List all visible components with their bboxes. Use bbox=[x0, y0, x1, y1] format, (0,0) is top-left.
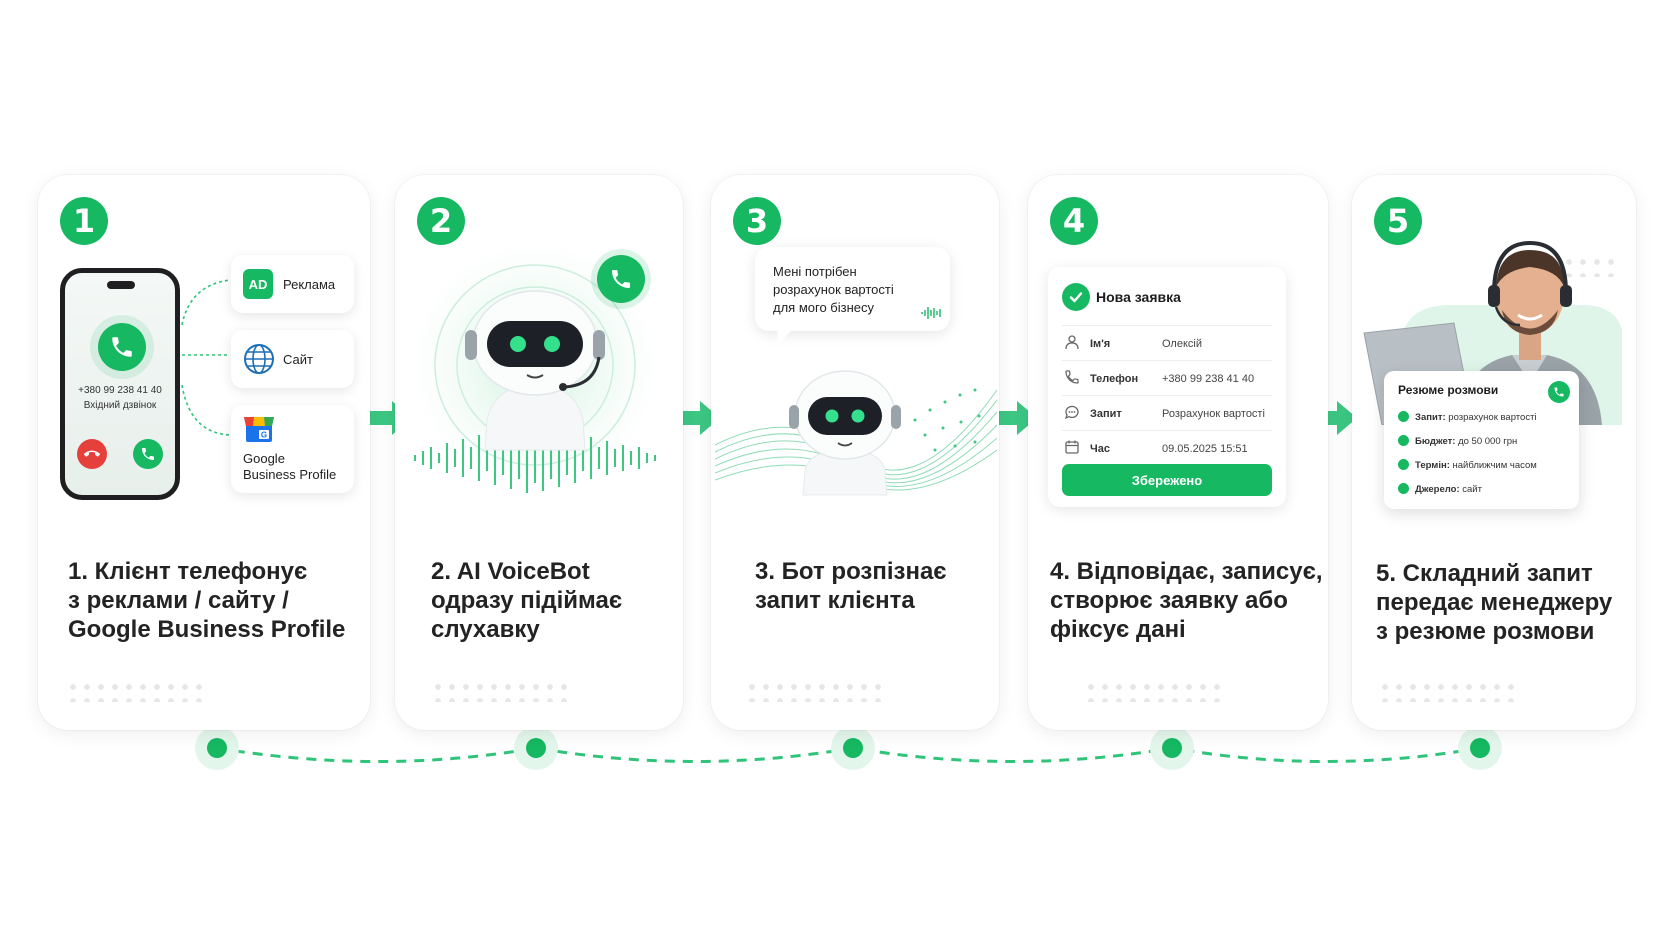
google-business-icon: G bbox=[244, 417, 274, 442]
phone-icon bbox=[1065, 370, 1079, 384]
step-caption: 4. Відповідає, записує, створює заявку а… bbox=[1050, 558, 1323, 643]
svg-text:G: G bbox=[261, 431, 267, 440]
form-row-name: Ім'я Олексій bbox=[1062, 325, 1272, 359]
bubble-text: Мені потрібен розрахунок вартості для мо… bbox=[773, 264, 894, 315]
summary-row: Запит: розрахунок вартості bbox=[1398, 411, 1537, 423]
saved-button[interactable]: Збережено bbox=[1062, 464, 1272, 496]
voice-wave-icon bbox=[921, 307, 941, 319]
summary-value: сайт bbox=[1462, 484, 1482, 495]
step-number-badge: 5 bbox=[1374, 197, 1422, 245]
source-label: Сайт bbox=[283, 352, 313, 367]
form-value: Олексій bbox=[1162, 338, 1202, 350]
form-label: Час bbox=[1090, 443, 1110, 455]
form-label: Запит bbox=[1090, 408, 1122, 420]
user-icon bbox=[1065, 335, 1079, 350]
chat-icon bbox=[1064, 405, 1079, 420]
step-number-badge: 4 bbox=[1050, 197, 1098, 245]
form-value: Розрахунок вартості bbox=[1162, 408, 1265, 420]
decorative-dots bbox=[431, 680, 571, 702]
new-request-form: Нова заявка Ім'я Олексій Телефон +380 99… bbox=[1048, 267, 1286, 507]
check-icon bbox=[1398, 411, 1409, 422]
source-website: Сайт bbox=[231, 330, 354, 388]
bubble-tail bbox=[777, 329, 793, 343]
step-caption: 1. Клієнт телефонує з реклами / сайту / … bbox=[68, 558, 346, 643]
summary-label: Термін: bbox=[1415, 460, 1450, 471]
incoming-call-icon bbox=[98, 323, 146, 371]
arrow-right-icon bbox=[676, 401, 720, 435]
money-icon bbox=[1398, 435, 1409, 446]
form-row-phone: Телефон +380 99 238 41 40 bbox=[1062, 360, 1272, 394]
arrow-right-icon bbox=[1313, 401, 1357, 435]
step-card-5: 5 Резюме розмови Запит: розрахунок варто… bbox=[1352, 175, 1636, 730]
step-card-2: 2 2. AI VoiceBot одразу підіймає слух bbox=[395, 175, 683, 730]
decorative-dots bbox=[1378, 680, 1518, 702]
decorative-dots bbox=[1562, 255, 1618, 277]
summary-label: Запит: bbox=[1415, 412, 1446, 423]
bot-recognition-illustration bbox=[715, 370, 997, 496]
form-label: Телефон bbox=[1090, 373, 1139, 385]
step-number-badge: 2 bbox=[417, 197, 465, 245]
step-card-1: 1 +380 99 238 41 40 Вхідний дзвінок AD Р… bbox=[38, 175, 370, 730]
form-label: Ім'я bbox=[1090, 338, 1111, 350]
decorative-dots bbox=[1084, 680, 1224, 702]
summary-row: Термін: найближчим часом bbox=[1398, 459, 1537, 471]
globe-icon bbox=[244, 344, 274, 374]
source-icon bbox=[1398, 483, 1409, 494]
form-row-request: Запит Розрахунок вартості bbox=[1062, 395, 1272, 429]
caller-number: +380 99 238 41 40 bbox=[78, 385, 162, 396]
step-caption: 5. Складний запит передає менеджеру з ре… bbox=[1376, 560, 1613, 645]
decline-call-button[interactable] bbox=[77, 439, 107, 469]
step-card-4: 4 Нова заявка Ім'я Олексій Телефон +380 … bbox=[1028, 175, 1328, 730]
smartphone: +380 99 238 41 40 Вхідний дзвінок bbox=[60, 268, 180, 500]
step-card-3: 3 Мені потрібен розрахунок вартості для … bbox=[711, 175, 999, 730]
step-caption: 2. AI VoiceBot одразу підіймає слухавку bbox=[431, 558, 623, 643]
voicebot-illustration bbox=[410, 240, 660, 493]
accept-call-button[interactable] bbox=[133, 439, 163, 469]
arrow-right-icon bbox=[993, 401, 1037, 435]
summary-label: Бюджет: bbox=[1415, 436, 1456, 447]
step-number-badge: 1 bbox=[60, 197, 108, 245]
speech-bubble: Мені потрібен розрахунок вартості для мо… bbox=[755, 247, 950, 343]
timeline-node-3 bbox=[831, 726, 875, 770]
summary-value: розрахунок вартості bbox=[1448, 412, 1537, 423]
calendar-icon bbox=[1065, 440, 1079, 454]
decorative-dots bbox=[66, 680, 206, 702]
step-caption: 3. Бот розпізнає запит клієнта bbox=[755, 558, 947, 614]
conversation-summary-card: Резюме розмови Запит: розрахунок вартост… bbox=[1384, 371, 1579, 509]
summary-label: Джерело: bbox=[1415, 484, 1460, 495]
form-value: +380 99 238 41 40 bbox=[1162, 373, 1255, 385]
summary-title: Резюме розмови bbox=[1398, 383, 1499, 397]
form-title: Нова заявка bbox=[1096, 289, 1181, 305]
summary-value: найближчим часом bbox=[1452, 460, 1537, 471]
call-status: Вхідний дзвінок bbox=[83, 400, 157, 411]
check-circle-icon bbox=[1062, 283, 1090, 311]
source-google-business: G Google Business Profile bbox=[231, 405, 354, 493]
form-row-time: Час 09.05.2025 15:51 bbox=[1062, 430, 1272, 464]
timeline-node-2 bbox=[514, 726, 558, 770]
source-connectors bbox=[181, 279, 231, 436]
ad-icon: AD bbox=[243, 269, 273, 299]
timeline-node-5 bbox=[1458, 726, 1502, 770]
timeline-node-4 bbox=[1150, 726, 1194, 770]
decorative-dots bbox=[745, 680, 885, 702]
summary-value: до 50 000 грн bbox=[1458, 436, 1518, 447]
summary-row: Джерело: сайт bbox=[1398, 483, 1482, 495]
timeline-node-1 bbox=[195, 726, 239, 770]
form-value: 09.05.2025 15:51 bbox=[1162, 443, 1248, 455]
phone-answer-icon bbox=[597, 255, 645, 303]
source-label: Google Business Profile bbox=[243, 451, 337, 482]
step-number-badge: 3 bbox=[733, 197, 781, 245]
clock-icon bbox=[1398, 459, 1409, 470]
summary-phone-icon bbox=[1548, 381, 1570, 403]
summary-row: Бюджет: до 50 000 грн bbox=[1398, 435, 1517, 447]
phone-notch bbox=[107, 281, 135, 289]
source-ads: AD Реклама bbox=[231, 255, 354, 313]
source-label: Реклама bbox=[283, 277, 336, 292]
